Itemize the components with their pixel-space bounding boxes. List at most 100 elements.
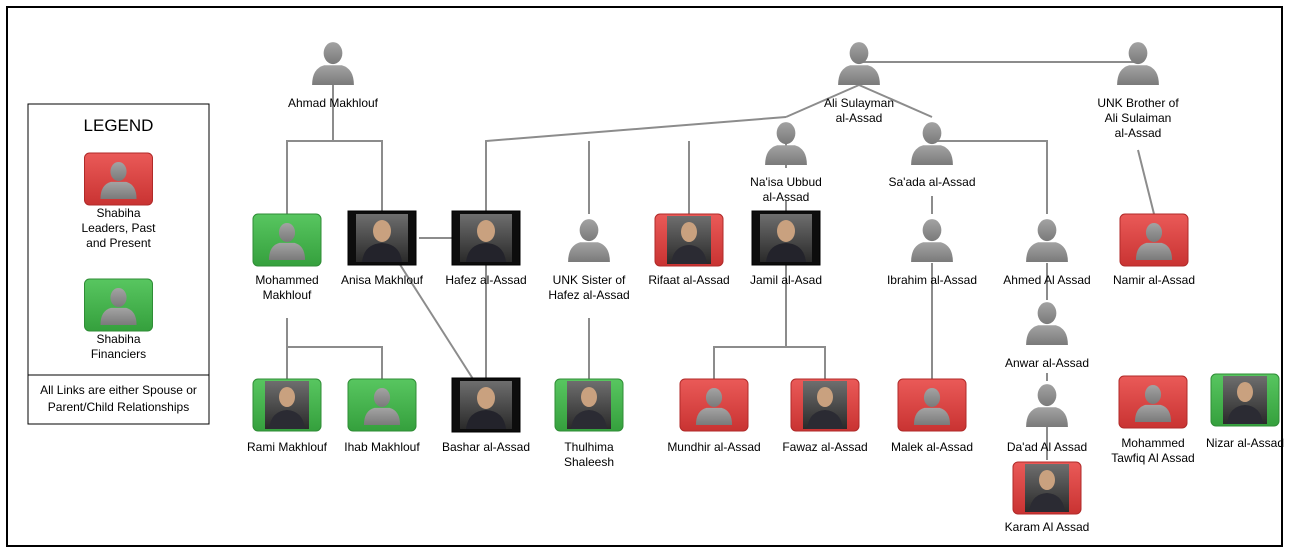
person-name-label: Ahmad Makhlouf bbox=[288, 96, 379, 110]
person-name-label: Tawfiq Al Assad bbox=[1111, 451, 1194, 465]
portrait-photo bbox=[347, 210, 417, 266]
person-name-label: Jamil al-Asad bbox=[750, 273, 822, 287]
person-node-ahmad_makhlouf: Ahmad Makhlouf bbox=[288, 42, 379, 110]
portrait-photo bbox=[654, 213, 724, 267]
person-name-label: Thulhima bbox=[564, 440, 614, 454]
portrait-photo bbox=[1210, 373, 1280, 427]
person-name-label: Bashar al-Assad bbox=[442, 440, 530, 454]
person-name-label: Hafez al-Assad bbox=[548, 288, 629, 302]
legend-title: LEGEND bbox=[84, 116, 154, 135]
person-name-label: Shaleesh bbox=[564, 455, 614, 469]
relationship-link bbox=[858, 84, 933, 118]
person-name-label: Mohammed bbox=[255, 273, 318, 287]
person-name-label: Hafez al-Assad bbox=[445, 273, 526, 287]
person-name-label: Malek al-Assad bbox=[891, 440, 973, 454]
person-silhouette-icon bbox=[1026, 302, 1068, 345]
person-name-label: Mundhir al-Assad bbox=[667, 440, 760, 454]
relationship-link bbox=[286, 85, 334, 214]
person-silhouette-icon bbox=[911, 122, 953, 165]
person-silhouette-icon bbox=[1118, 375, 1188, 429]
person-name-label: Anisa Makhlouf bbox=[341, 273, 424, 287]
relationship-link bbox=[485, 116, 787, 212]
legend-note-line-2: Parent/Child Relationships bbox=[48, 400, 189, 414]
relationship-link bbox=[786, 346, 826, 379]
portrait-photo bbox=[554, 378, 624, 432]
person-name-label: Sa'ada al-Assad bbox=[888, 175, 975, 189]
legend-swatch-icon bbox=[84, 152, 153, 206]
person-node-ahmed: Ahmed Al Assad bbox=[1003, 219, 1091, 287]
legend-note-line-1: All Links are either Spouse or bbox=[40, 383, 197, 397]
person-node-bashar: Bashar al-Assad bbox=[442, 377, 530, 454]
relationship-link bbox=[287, 346, 383, 379]
legend-item-label: and Present bbox=[86, 236, 151, 250]
legend-box bbox=[27, 103, 210, 425]
legend-item-label: Financiers bbox=[91, 347, 146, 361]
person-node-daad: Da'ad Al Assad bbox=[1007, 384, 1087, 454]
person-silhouette-icon bbox=[252, 213, 322, 267]
relationship-link bbox=[1137, 149, 1155, 215]
person-name-label: UNK Sister of bbox=[553, 273, 626, 287]
relationship-links bbox=[286, 61, 1155, 460]
portrait-photo bbox=[252, 378, 322, 432]
legend-item-label: Shabiha bbox=[96, 206, 140, 220]
person-name-label: Nizar al-Assad bbox=[1206, 436, 1284, 450]
person-node-namir: Namir al-Assad bbox=[1113, 213, 1195, 287]
person-silhouette-icon bbox=[347, 378, 417, 432]
person-node-mundhir: Mundhir al-Assad bbox=[667, 378, 761, 454]
person-name-label: Mohammed bbox=[1121, 436, 1184, 450]
person-node-saada: Sa'ada al-Assad bbox=[888, 122, 976, 189]
person-silhouette-icon bbox=[1117, 42, 1159, 85]
person-name-label: Fawaz al-Assad bbox=[782, 440, 867, 454]
person-silhouette-icon bbox=[312, 42, 354, 85]
person-name-label: Karam Al Assad bbox=[1005, 520, 1090, 534]
person-silhouette-icon bbox=[838, 42, 880, 85]
person-name-label: Na'isa Ubbud bbox=[750, 175, 822, 189]
relationship-link bbox=[713, 263, 787, 379]
legend-item-label: Leaders, Past bbox=[81, 221, 156, 235]
person-node-malek: Malek al-Assad bbox=[891, 378, 973, 454]
portrait-photo bbox=[751, 210, 821, 266]
person-silhouette-icon bbox=[1026, 384, 1068, 427]
person-name-label: Ahmed Al Assad bbox=[1003, 273, 1090, 287]
person-name-label: al-Assad bbox=[763, 190, 810, 204]
portrait-photo bbox=[451, 210, 521, 266]
person-silhouette-icon bbox=[897, 378, 967, 432]
relationship-link bbox=[785, 84, 860, 118]
person-node-nizar: Nizar al-Assad bbox=[1206, 373, 1284, 450]
legend-item-label: Shabiha bbox=[96, 332, 140, 346]
person-name-label: UNK Brother of bbox=[1097, 96, 1179, 110]
person-name-label: Da'ad Al Assad bbox=[1007, 440, 1087, 454]
person-name-label: Rifaat al-Assad bbox=[648, 273, 729, 287]
person-name-label: Ihab Makhlouf bbox=[344, 440, 420, 454]
person-name-label: Ali Sulaiman bbox=[1105, 111, 1172, 125]
person-node-jamil: Jamil al-Asad bbox=[750, 210, 822, 287]
person-silhouette-icon bbox=[911, 219, 953, 262]
portrait-photo bbox=[790, 378, 860, 432]
person-name-label: al-Assad bbox=[1115, 126, 1162, 140]
person-name-label: Ibrahim al-Assad bbox=[887, 273, 977, 287]
relationship-link bbox=[333, 140, 383, 212]
portrait-photo bbox=[451, 377, 521, 433]
person-node-rami: Rami Makhlouf bbox=[247, 378, 328, 454]
person-silhouette-icon bbox=[679, 378, 749, 432]
person-name-label: al-Assad bbox=[836, 111, 883, 125]
person-node-anisa: Anisa Makhlouf bbox=[341, 210, 424, 287]
person-name-label: Rami Makhlouf bbox=[247, 440, 328, 454]
person-silhouette-icon bbox=[568, 219, 610, 262]
person-node-ibrahim: Ibrahim al-Assad bbox=[887, 219, 977, 287]
person-node-fawaz: Fawaz al-Assad bbox=[782, 378, 868, 454]
person-node-hafez: Hafez al-Assad bbox=[445, 210, 527, 287]
relationship-link bbox=[932, 140, 1048, 214]
person-name-label: Ali Sulayman bbox=[824, 96, 894, 110]
portrait-photo bbox=[1012, 461, 1082, 515]
